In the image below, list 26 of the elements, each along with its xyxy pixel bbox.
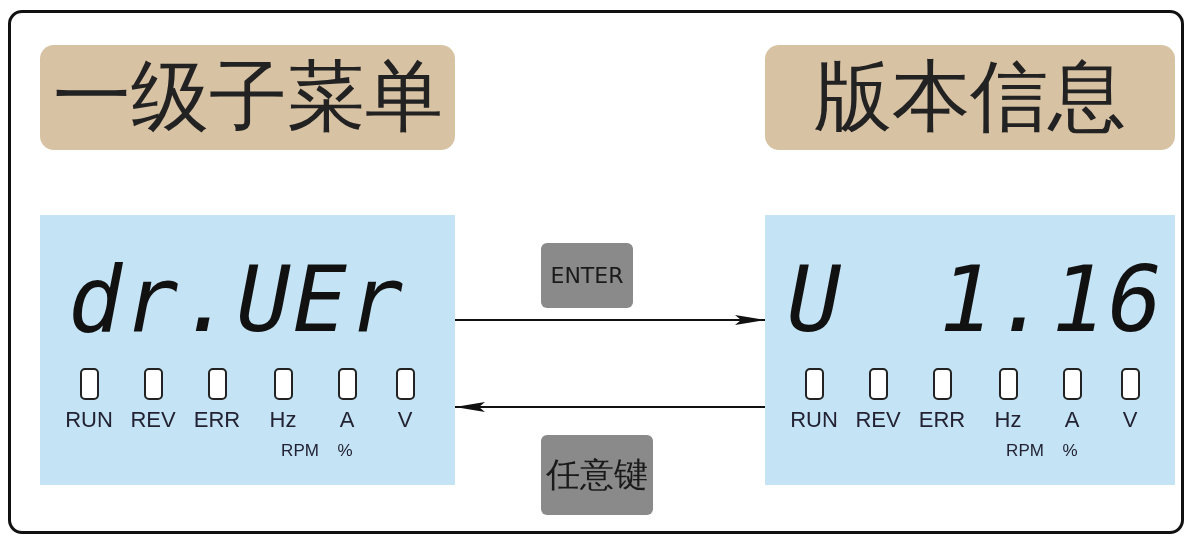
menu-title-box: 版本信息 xyxy=(765,45,1175,150)
indicator-label: Hz xyxy=(269,408,297,432)
unit-label: RPM xyxy=(281,441,319,461)
indicator-label: Hz xyxy=(994,408,1022,432)
indicator-label: ERR xyxy=(193,408,241,432)
indicator-label: REV xyxy=(130,408,176,432)
indicator-label: A xyxy=(339,408,355,432)
unit-label: % xyxy=(337,441,353,461)
unit-label: RPM xyxy=(1006,441,1044,461)
digit-readout: U 1.16 xyxy=(787,250,1165,350)
digit-readout: dr.UEr xyxy=(68,250,406,350)
indicator-label: V xyxy=(397,408,413,432)
indicator-label: V xyxy=(1122,408,1138,432)
indicator-label: ERR xyxy=(918,408,966,432)
indicator-label: REV xyxy=(855,408,901,432)
indicator-label: A xyxy=(1064,408,1080,432)
key-label: 任意键 xyxy=(541,435,653,515)
arrow xyxy=(454,402,766,412)
indicator-label: RUN xyxy=(65,408,113,432)
lcd-display xyxy=(765,215,1175,485)
key-label: ENTER xyxy=(541,243,633,308)
menu-title-box: 一级子菜单 xyxy=(40,45,455,150)
arrow xyxy=(454,315,766,325)
unit-label: % xyxy=(1062,441,1078,461)
lcd-display xyxy=(40,215,455,485)
indicator-label: RUN xyxy=(790,408,838,432)
